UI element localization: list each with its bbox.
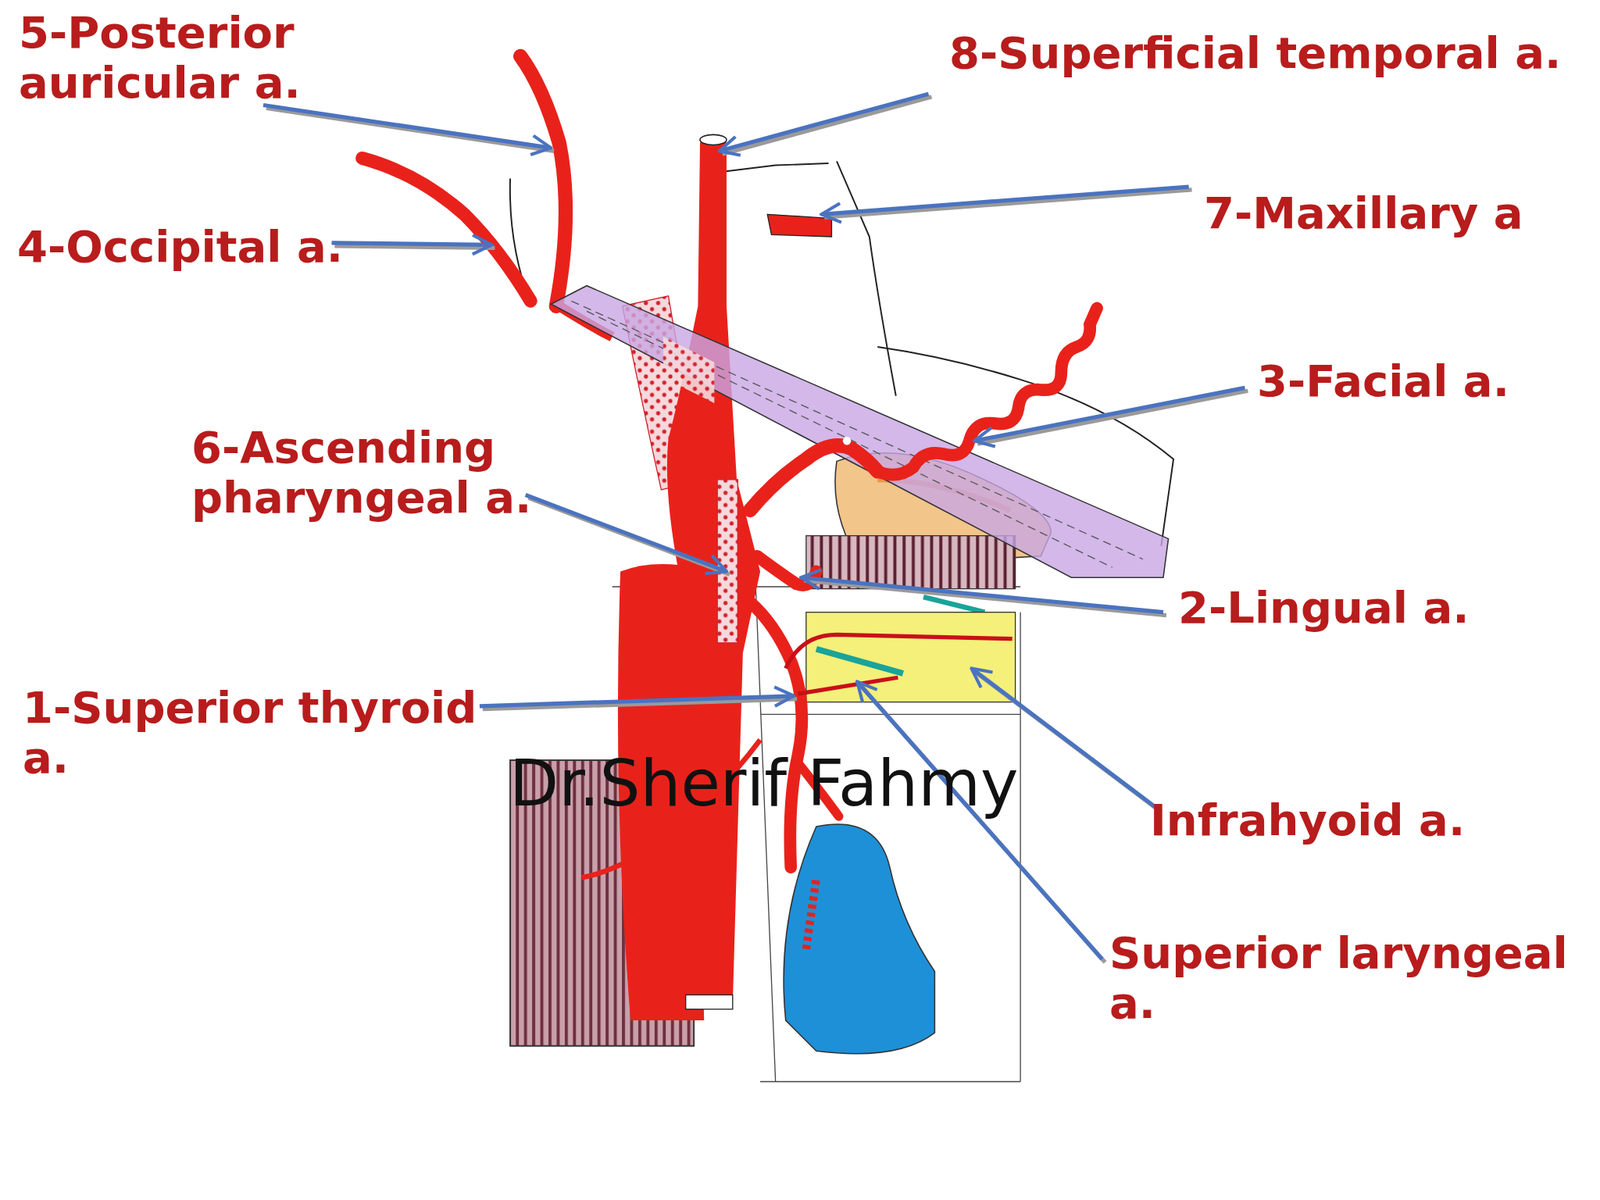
artery-label: 2-Lingual a. — [1178, 582, 1469, 633]
ascending-pharyngeal-artery — [717, 479, 738, 643]
leader-line — [719, 93, 929, 151]
vessel-cut-end — [685, 994, 733, 1009]
leader-line — [331, 242, 492, 246]
leader-line — [821, 186, 1189, 215]
ramus-outline — [724, 163, 829, 172]
infrahyoid-artery — [785, 634, 1013, 668]
leader-line — [479, 696, 794, 707]
leader-shadows — [266, 96, 1248, 963]
artery-label: Infrahyoid a. — [1150, 795, 1465, 846]
leader-line — [263, 105, 551, 149]
facial-artery — [877, 307, 1097, 475]
facial-artery — [750, 445, 878, 511]
leader-shadow — [722, 96, 933, 154]
leader-shadow — [824, 189, 1192, 218]
leader-line — [857, 681, 1102, 959]
ramus-outline — [836, 160, 897, 396]
watermark: Dr.Sherif Fahmy — [509, 751, 1019, 816]
maxillary-artery — [767, 214, 832, 237]
artery-label: 4-Occipital a. — [17, 221, 343, 272]
artery-label: 5-Posterior auricular a. — [18, 7, 347, 108]
leader-line — [800, 577, 1164, 612]
superior-thyroid-artery — [750, 602, 802, 868]
band-lines — [571, 300, 1143, 568]
leader-line — [525, 494, 727, 572]
superior-laryngeal-artery — [797, 677, 898, 694]
carotid-trunk — [667, 136, 761, 1006]
hyoid-mark — [923, 596, 985, 613]
thyroid-lobe — [783, 824, 935, 1054]
artery-label: 8-Superficial temporal a. — [949, 28, 1561, 79]
leader-shadow — [803, 580, 1167, 615]
artery-label: 1-Superior thyroid a. — [22, 682, 500, 783]
leader-shadow — [266, 107, 554, 151]
posterior-auricular-artery — [520, 56, 566, 307]
leader-lines — [263, 93, 1245, 960]
artery-label: 3-Facial a. — [1257, 356, 1510, 407]
leader-shadow — [977, 390, 1248, 444]
stipple-dot — [842, 436, 851, 445]
occipital-artery — [362, 157, 532, 301]
artery-label: 6-Ascending pharyngeal a. — [191, 422, 551, 523]
artery-label: Superior laryngeal a. — [1109, 928, 1594, 1029]
vessel-cut-end — [700, 134, 727, 145]
leader-line — [974, 387, 1245, 441]
artery-behind-band — [663, 336, 715, 404]
laryngeal-nerve — [816, 649, 904, 674]
artery-label: 7-Maxillary a — [1203, 188, 1524, 239]
thyroid-artery-deep — [806, 877, 817, 949]
digastric-band — [550, 285, 1168, 579]
